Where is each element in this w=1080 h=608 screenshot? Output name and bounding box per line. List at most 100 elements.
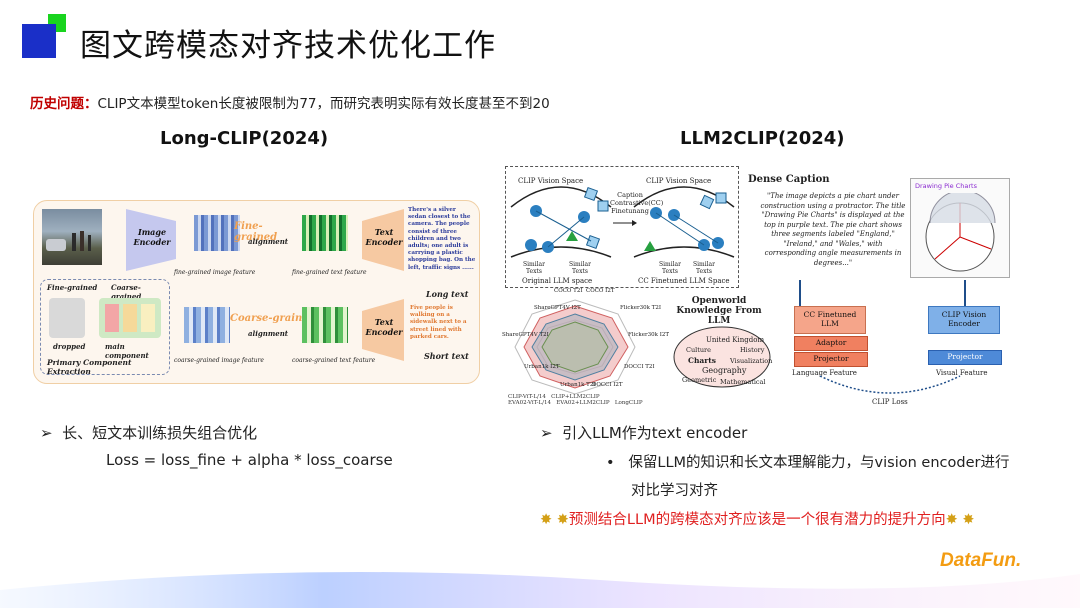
similar-texts-3: Similar Texts [658, 261, 681, 275]
clip-vision-space-left: CLIP Vision Space [518, 177, 584, 185]
radar-label-sharegpt-t2i: ShareGPT4V T2I [502, 332, 549, 338]
drawing-pie-title: Drawing Pie Charts [915, 182, 977, 190]
fine-grained-label: Fine-grained [234, 221, 278, 243]
radar-label-urban-t2i: Urban1k T2I [560, 382, 596, 388]
fine-text-feature-caption: fine-grained text feature [292, 269, 367, 276]
arrow-bullet-icon: ➢ [40, 424, 53, 442]
pce-label: Primary Component Extraction [47, 358, 132, 376]
language-feature-label: Language Feature [792, 369, 857, 377]
dense-caption-text: "The image depicts a pie chart under con… [760, 192, 906, 267]
radar-label-urban-i2t: Urban1k I2T [524, 364, 560, 370]
clip-loss-label: CLIP Loss [872, 398, 908, 406]
loss-formula: Loss = loss_fine + alpha * loss_coarse [106, 451, 393, 469]
datafun-logo: DataFun. [940, 550, 1021, 572]
pce-fine-label: Fine-grained [47, 283, 98, 292]
text-encoder-shape-bottom [362, 299, 404, 361]
right-bullet-1: ➢ 引入LLM作为text encoder [540, 422, 747, 443]
image-encoder-shape [126, 209, 176, 271]
pie-protractor-graphic [925, 193, 996, 272]
similar-texts-4: Similar Texts [692, 261, 715, 275]
visual-feature-label: Visual Feature [936, 369, 988, 377]
short-text-sample: Five people is walking on a sidewalk nex… [410, 305, 467, 340]
cloud-word-history: History [740, 346, 765, 354]
sparkle-icon: ✸ [556, 512, 569, 528]
caption-contrastive-label: Caption Contrastive(CC) Finetunang [610, 191, 664, 215]
radar-label-docci-t2i: DOCCI T2I [624, 364, 655, 370]
radar-chart [514, 299, 636, 395]
logo-blue-square [22, 24, 56, 58]
radar-label-docci-i2t: DOCCI I2T [592, 382, 623, 388]
text-encoder-shape-top [362, 209, 404, 271]
projector-right-box: Projector [928, 350, 1002, 365]
legend-item-3: EVA02-ViT-L/14 [508, 400, 551, 406]
cloud-word-visualization: Visualization [730, 357, 773, 365]
radar-label-flickr-t2i: Flicker30k T2I [620, 305, 662, 311]
llm-space-box: CLIP Vision Space CLIP Vision Space Capt… [505, 166, 739, 288]
clip-vision-space-right: CLIP Vision Space [646, 177, 712, 185]
image-encoder-label: Image Encoder [133, 227, 171, 247]
llm-space-diagram [510, 186, 735, 258]
legend-item-2: CLIP+LLM2CLIP [551, 394, 600, 400]
main-component-block [99, 298, 161, 338]
long-text-sample: There's a silver sedan closest to the ca… [408, 207, 476, 271]
history-line: 历史问题：CLIP文本模型token长度被限制为77，而研究表明实际有效长度甚至… [30, 92, 550, 112]
radar-label-coco: COCO T2I [554, 288, 583, 294]
coarse-image-feature-grid [184, 307, 230, 343]
legend-item-1: CLIP-ViT-L/14 [508, 394, 546, 400]
right-heading: LLM2CLIP(2024) [680, 128, 845, 149]
cloud-word-geography: Geography [702, 366, 747, 375]
coarse-image-feature-caption: coarse-grained image feature [174, 357, 264, 364]
coarse-alignment-label: alignment [248, 329, 289, 338]
history-text: CLIP文本模型token长度被限制为77，而研究表明实际有效长度甚至不到20 [97, 96, 550, 112]
cloud-word-geometric: Geometric [682, 376, 717, 384]
fine-text-feature-grid [302, 215, 348, 251]
decorative-bottom-wave [0, 572, 1080, 608]
radar-label-sharegpt-i2t: ShareGPT4V I2T [534, 305, 581, 311]
text-encoder-label-bottom: Text Encoder [365, 317, 403, 337]
cloud-word-mathematical: Mathematical [720, 378, 766, 386]
prediction-highlight: ✸ ✸预测结合LLM的跨模态对齐应该是一个很有潜力的提升方向✸ ✸ [540, 508, 975, 529]
slide-title: 图文跨模态对齐技术优化工作 [80, 28, 496, 64]
legend-item-5: LongCLIP [614, 400, 643, 406]
knowledge-cloud [673, 326, 771, 388]
pie-chart-image: Drawing Pie Charts [910, 178, 1010, 278]
right-sub-bullet-line1: 保留LLM的知识和长文本理解能力，与vision encoder进行 [628, 455, 1010, 471]
similar-texts-2: Similar Texts [568, 261, 591, 275]
adaptor-box: Adaptor [794, 336, 868, 351]
short-text-label: Short text [424, 351, 469, 361]
dropped-label: dropped [53, 342, 86, 351]
prediction-text: 预测结合LLM的跨模态对齐应该是一个很有潜力的提升方向 [568, 512, 946, 528]
street-photo [42, 209, 102, 265]
clip-loss-arc [819, 375, 961, 394]
sparkle-icon: ✸ [945, 512, 958, 528]
legend-item-4: EVA02+LLM2CLIP [556, 400, 610, 406]
radar-label-coco-i2t: COCO I2T [586, 288, 615, 294]
arrow-bullet-icon: ➢ [540, 424, 553, 442]
main-component-label: main component [105, 342, 149, 360]
right-sub-bullet: • 保留LLM的知识和长文本理解能力，与vision encoder进行 [606, 451, 1009, 472]
cc-finetuned-llm-box: CC Finetuned LLM [794, 306, 866, 334]
radar-label-flickr-i2t: Flicker30k I2T [628, 332, 670, 338]
left-heading: Long-CLIP(2024) [160, 128, 329, 149]
left-bullet-1: ➢ 长、短文本训练损失组合优化 [40, 422, 257, 443]
openworld-title: Openworld Knowledge From LLM [676, 296, 762, 326]
original-llm-space-label: Original LLM space [522, 277, 593, 285]
similar-texts-1: Similar Texts [522, 261, 545, 275]
dropped-block [49, 298, 85, 338]
fine-image-feature-caption: fine-grained image feature [174, 269, 256, 276]
pce-box: Fine-grained Coarse-grained dropped main… [40, 279, 170, 376]
clip-vision-encoder-box: CLIP Vision Encoder [928, 306, 1000, 334]
datafun-logo-text: DataFun. [940, 550, 1022, 571]
sparkle-icon: ✸ [962, 512, 975, 528]
fine-alignment-label: alignment [248, 237, 289, 246]
long-clip-figure: Image Encoder Fine-grained alignment Tex… [33, 200, 480, 384]
left-bullet-1-text: 长、短文本训练损失组合优化 [62, 424, 258, 442]
right-bullet-1-text: 引入LLM作为text encoder [562, 424, 748, 442]
right-sub-bullet-line2: 对比学习对齐 [631, 483, 718, 499]
long-text-label: Long text [426, 289, 469, 299]
history-label: 历史问题： [30, 96, 98, 112]
projector-left-box: Projector [794, 352, 868, 367]
pce-coarse-label: Coarse-grained [111, 283, 142, 301]
cloud-word-uk: United Kingdom [706, 336, 765, 344]
cloud-word-charts: Charts [688, 356, 716, 365]
